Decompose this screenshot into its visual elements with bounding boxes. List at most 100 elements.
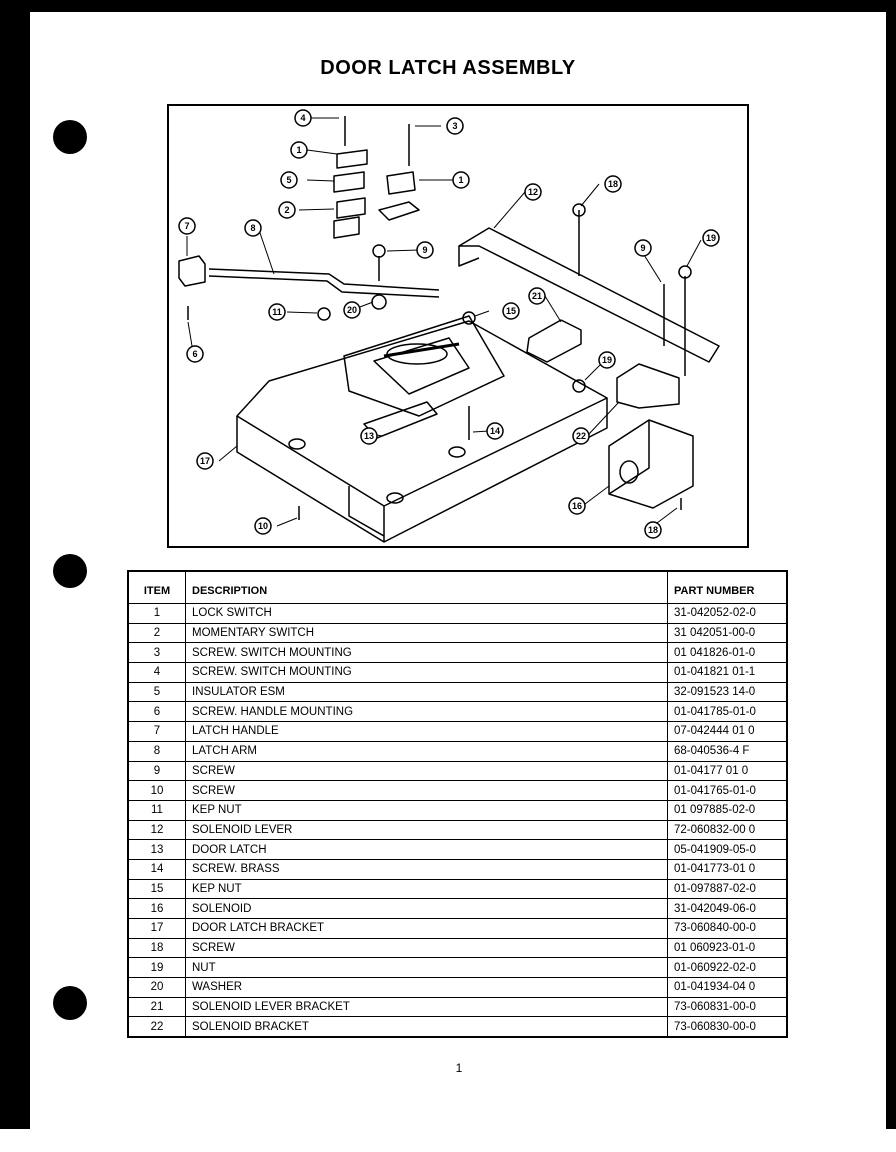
cell-item: 2 <box>127 622 186 644</box>
door-latch-bracket-top <box>236 320 608 507</box>
cell-item: 1 <box>127 603 186 624</box>
svg-text:5: 5 <box>286 175 291 185</box>
solenoid-bracket-shape <box>616 363 680 409</box>
callout-6: 6 <box>186 345 204 363</box>
svg-text:17: 17 <box>200 456 210 466</box>
callout-7: 7 <box>178 217 196 235</box>
callout-21: 21 <box>528 287 546 305</box>
cell-part-number: 73-060831-00-0 <box>667 996 788 1018</box>
latch-mechanism-shape <box>343 315 505 417</box>
latch-handle-shape <box>178 255 206 287</box>
callout-14: 14 <box>486 422 504 440</box>
callout-19b: 19 <box>598 351 616 369</box>
cell-item: 7 <box>127 721 186 742</box>
cell-part-number: 01-041821 01-1 <box>667 662 788 683</box>
cell-part-number: 68-040536-4 F <box>667 740 788 762</box>
insulator-shape <box>333 171 365 193</box>
punch-hole <box>53 120 87 154</box>
svg-text:4: 4 <box>300 113 305 123</box>
cell-item: 5 <box>127 681 186 703</box>
diagram-drawing: 4 3 1 5 1 2 12 18 7 8 9 9 19 11 20 15 21… <box>178 109 720 543</box>
svg-text:9: 9 <box>640 243 645 253</box>
svg-text:19: 19 <box>602 355 612 365</box>
svg-text:8: 8 <box>250 223 255 233</box>
cell-description: SOLENOID LEVER <box>185 819 668 841</box>
cell-item: 3 <box>127 642 186 664</box>
callout-19a: 19 <box>702 229 720 247</box>
cell-part-number: 73-060840-00-0 <box>667 918 788 939</box>
callout-5: 5 <box>280 171 298 189</box>
cell-description: SOLENOID LEVER BRACKET <box>185 996 668 1018</box>
cell-part-number: 01-041785-01-0 <box>667 701 788 723</box>
svg-text:3: 3 <box>452 121 457 131</box>
cell-description: KEP NUT <box>185 878 668 900</box>
cell-item: 6 <box>127 701 186 723</box>
cell-item: 18 <box>127 937 186 959</box>
cell-description: SCREW <box>185 937 668 959</box>
solenoid-shape <box>608 419 694 509</box>
svg-text:16: 16 <box>572 501 582 511</box>
lock-switch-shape <box>336 149 368 169</box>
cell-description: LATCH ARM <box>185 740 668 762</box>
cell-item: 22 <box>127 1016 186 1038</box>
cell-part-number: 31 042051-00-0 <box>667 622 788 644</box>
svg-text:18: 18 <box>648 525 658 535</box>
svg-text:20: 20 <box>347 305 357 315</box>
callout-8: 8 <box>244 219 262 237</box>
exploded-view-diagram: 4 3 1 5 1 2 12 18 7 8 9 9 19 11 20 15 21… <box>167 104 749 548</box>
cell-part-number: 73-060830-00-0 <box>667 1016 788 1038</box>
cell-item: 12 <box>127 819 186 841</box>
cell-item: 9 <box>127 760 186 782</box>
svg-text:18: 18 <box>608 179 618 189</box>
svg-text:1: 1 <box>296 145 301 155</box>
cell-description: SCREW <box>185 780 668 801</box>
callout-22: 22 <box>572 427 590 445</box>
cell-description: LATCH HANDLE <box>185 721 668 742</box>
callout-10: 10 <box>254 517 272 535</box>
latch-arm-shape <box>208 268 440 291</box>
cell-part-number: 72-060832-00 0 <box>667 819 788 841</box>
svg-text:19: 19 <box>706 233 716 243</box>
cell-item: 17 <box>127 918 186 939</box>
svg-text:22: 22 <box>576 431 586 441</box>
cell-description: INSULATOR ESM <box>185 681 668 703</box>
solenoid-lever-shape <box>458 227 720 363</box>
page-number: 1 <box>455 1061 463 1075</box>
svg-text:6: 6 <box>192 349 197 359</box>
callout-1a: 1 <box>290 141 308 159</box>
momentary-switch-shape <box>336 197 366 219</box>
callout-13: 13 <box>360 427 378 445</box>
cell-description: SOLENOID <box>185 898 668 919</box>
switch-shape <box>386 171 416 195</box>
svg-text:11: 11 <box>272 307 282 317</box>
cell-part-number: 01 097885-02-0 <box>667 799 788 821</box>
table-header-row: ITEM DESCRIPTION PART NUMBER <box>127 570 788 604</box>
cell-item: 4 <box>127 662 186 683</box>
svg-text:10: 10 <box>258 521 268 531</box>
cell-part-number: 01-041934-04 0 <box>667 977 788 998</box>
cell-description: LOCK SWITCH <box>185 603 668 624</box>
cell-item: 16 <box>127 898 186 919</box>
cell-description: SCREW. SWITCH MOUNTING <box>185 642 668 664</box>
cell-description: MOMENTARY SWITCH <box>185 622 668 644</box>
callout-9a: 9 <box>416 241 434 259</box>
cell-item: 20 <box>127 977 186 998</box>
svg-text:14: 14 <box>490 426 500 436</box>
cell-part-number: 01-041773-01 0 <box>667 858 788 880</box>
cell-description: DOOR LATCH BRACKET <box>185 918 668 939</box>
callout-17: 17 <box>196 452 214 470</box>
